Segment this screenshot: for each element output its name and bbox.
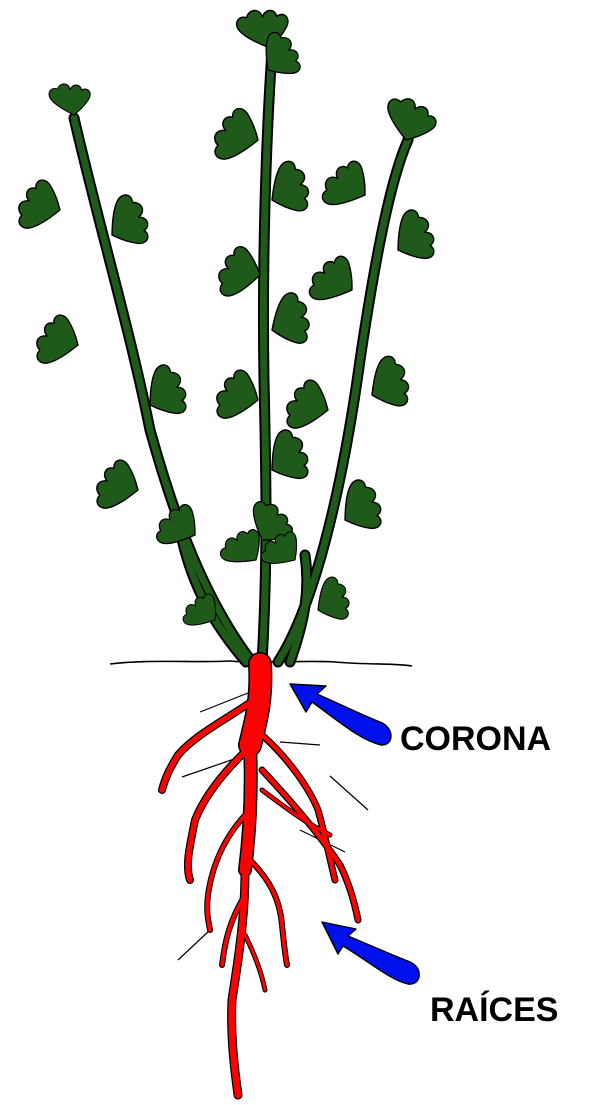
leaves [13,5,444,637]
crown-label: CORONA [400,720,551,758]
roots-label: RAÍCES [430,991,558,1029]
root-system [162,664,368,1095]
crown-arrow-icon [290,684,391,745]
roots-arrow-icon [322,922,419,984]
